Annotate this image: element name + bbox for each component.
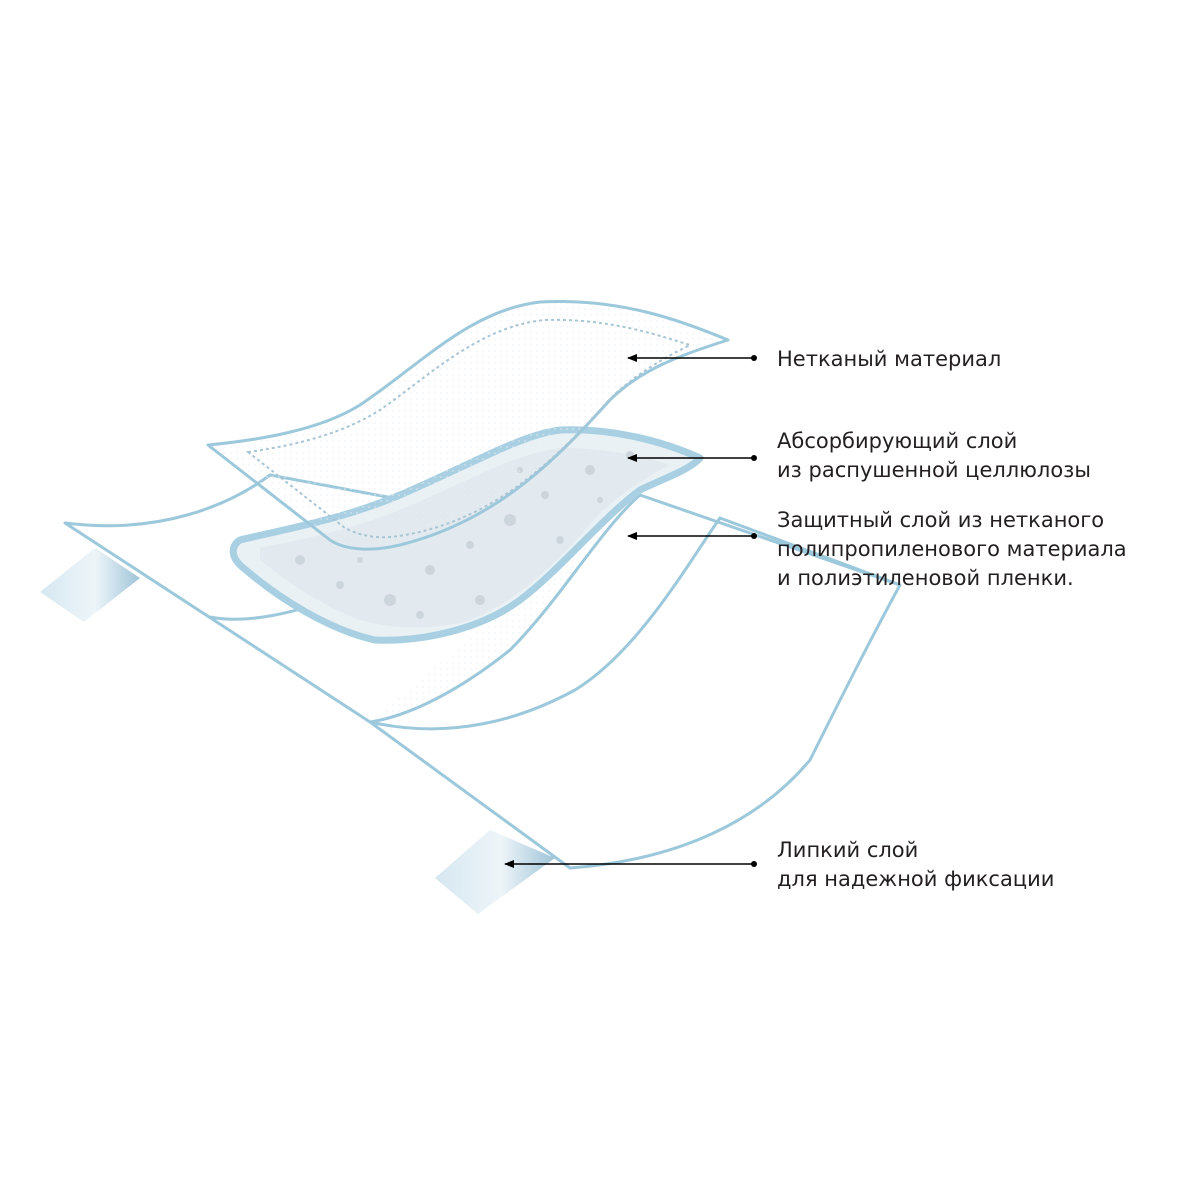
label-line: полипропиленового материала — [777, 537, 1127, 561]
label-adhesive-layer: Липкий слой для надежной фиксации — [777, 836, 1054, 894]
absorbent-core — [229, 426, 704, 644]
label-line: и полиэтиленовой пленки. — [777, 566, 1074, 590]
label-line: Защитный слой из нетканого — [777, 508, 1105, 532]
arrow-dot-adhesive — [751, 861, 757, 867]
arrow-dot-nonwoven — [751, 355, 757, 361]
label-line: Нетканый материал — [777, 347, 1002, 371]
arrow-dot-protective — [751, 533, 757, 539]
label-line: Абсорбирующий слой — [777, 429, 1018, 453]
label-line: из распушенной целлюлозы — [777, 458, 1091, 482]
label-protective-layer: Защитный слой из нетканого полипропилено… — [777, 506, 1127, 593]
label-line: Липкий слой — [777, 838, 919, 862]
label-nonwoven-material: Нетканый материал — [777, 345, 1001, 374]
adhesive-tape-left — [40, 548, 140, 622]
label-absorbent-layer: Абсорбирующий слой из распушенной целлюл… — [777, 427, 1091, 485]
label-line: для надежной фиксации — [777, 867, 1055, 891]
arrow-dot-absorbent — [751, 455, 757, 461]
top-nonwoven-sheet — [206, 300, 730, 551]
adhesive-tape-right — [435, 830, 555, 914]
